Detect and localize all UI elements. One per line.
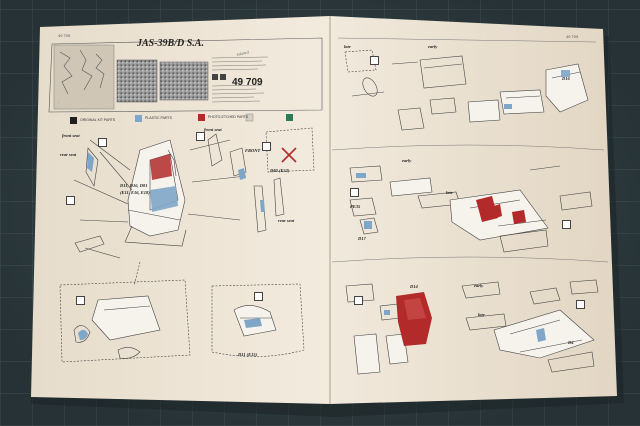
label-early: early bbox=[402, 158, 412, 163]
label-late: late bbox=[344, 44, 351, 49]
label-part-pe35: PE35 bbox=[350, 204, 361, 209]
legend-photo-etched-parts: PHOTO-ETCHED PARTS bbox=[208, 115, 249, 119]
label-late: late bbox=[478, 312, 485, 317]
assembly-checkbox[interactable] bbox=[98, 138, 107, 147]
sheet-title: JAS-39B/D S.A. bbox=[137, 38, 204, 49]
label-part-numbers: D80 (E53) bbox=[270, 168, 290, 173]
label-part-d4: D4 bbox=[568, 340, 574, 345]
label-part-numbers: (E11, E16, E18) bbox=[120, 190, 150, 195]
assembly-checkbox[interactable] bbox=[76, 296, 85, 305]
page-code-right: 49 709 bbox=[566, 34, 579, 39]
label-part-d16: D16 bbox=[562, 76, 570, 81]
page-code-left: 49 709 bbox=[58, 33, 71, 38]
label-part-numbers: D11 (E15) bbox=[238, 352, 258, 357]
label-part-d14: D14 bbox=[410, 284, 418, 289]
label-part-numbers: D11, D16, D81 bbox=[120, 183, 148, 188]
label-rear-seat: rear seat bbox=[60, 152, 77, 157]
assembly-checkbox[interactable] bbox=[66, 196, 75, 205]
product-number: 49 709 bbox=[232, 77, 263, 88]
label-front-seat: front seat bbox=[62, 133, 80, 138]
label-late: late bbox=[446, 190, 453, 195]
assembly-checkbox[interactable] bbox=[350, 188, 359, 197]
assembly-checkbox[interactable] bbox=[254, 292, 263, 301]
assembly-checkbox[interactable] bbox=[262, 142, 271, 151]
legend-plastic-parts: PLASTIC PARTS bbox=[145, 116, 172, 120]
svg-text:·: · bbox=[58, 100, 59, 105]
label-part-d17: D17 bbox=[358, 236, 366, 241]
label-early: early bbox=[428, 44, 438, 49]
assembly-checkbox[interactable] bbox=[370, 56, 379, 65]
legend-original-kit-parts: ORIGINAL KIT PARTS bbox=[80, 118, 116, 122]
label-rear-seat: rear seat bbox=[278, 218, 295, 223]
assembly-checkbox[interactable] bbox=[562, 220, 571, 229]
label-early: early bbox=[474, 283, 484, 288]
assembly-checkbox[interactable] bbox=[354, 296, 363, 305]
assembly-checkbox[interactable] bbox=[576, 300, 585, 309]
assembly-checkbox[interactable] bbox=[196, 132, 205, 141]
label-front: FRONT bbox=[245, 148, 261, 153]
label-front-seat: front seat bbox=[204, 127, 222, 132]
